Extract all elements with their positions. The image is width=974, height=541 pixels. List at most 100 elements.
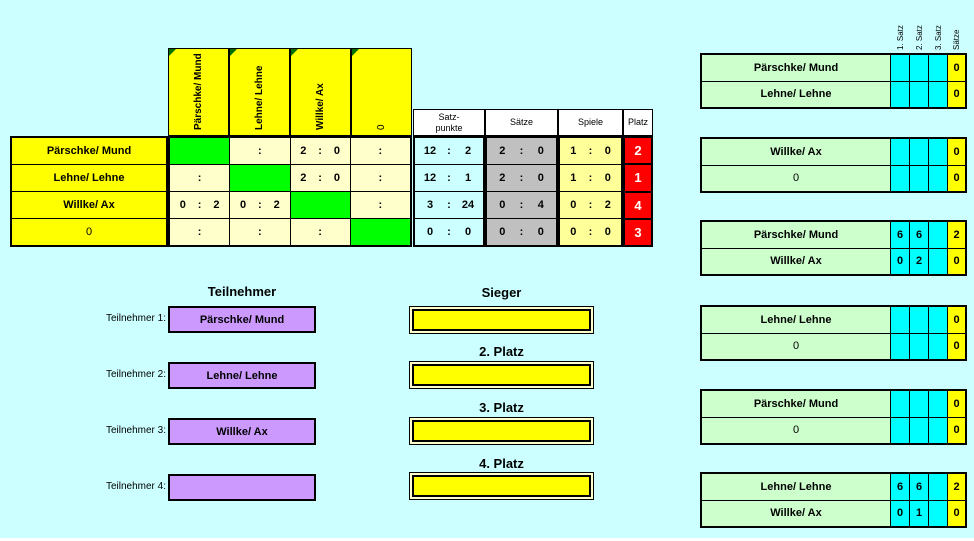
score-right: 2: [273, 199, 280, 211]
set-score-cell[interactable]: [929, 307, 947, 333]
match-player-name: Pärschke/ Mund: [702, 222, 890, 248]
match-score-cell[interactable]: 0:2: [170, 192, 230, 218]
score-colon: :: [588, 226, 593, 238]
set-score-cell[interactable]: 6: [891, 222, 909, 248]
spiele-column: 1:0 1:0 0:2 0:0: [558, 136, 623, 247]
set-score-cell[interactable]: [929, 222, 947, 248]
set-score-cell[interactable]: [891, 391, 909, 417]
match-score-cell[interactable]: 2:0: [290, 165, 350, 191]
match-player-name: 0: [702, 165, 890, 191]
set-score-cell[interactable]: [891, 139, 909, 165]
match-score-cell[interactable]: :: [230, 138, 290, 164]
set-score-cell[interactable]: [891, 307, 909, 333]
winner-box[interactable]: [409, 306, 594, 334]
saetze-header: Sätze: [485, 109, 558, 136]
spiele-cell: 0:0: [560, 219, 621, 245]
set-score-cell[interactable]: 6: [891, 474, 909, 500]
set-col-header: 2. Satz: [915, 25, 924, 50]
score-left: 0: [179, 199, 186, 211]
set-score-cell[interactable]: [929, 500, 947, 526]
match-score-cell[interactable]: 0:2: [230, 192, 290, 218]
set-score-cell[interactable]: [929, 55, 947, 81]
match-score-cell[interactable]: :: [170, 165, 230, 191]
match-score-cell[interactable]: :: [350, 192, 410, 218]
set-score-cell[interactable]: 0: [891, 500, 909, 526]
set-score-cell[interactable]: [891, 333, 909, 359]
row-header: Lehne/ Lehne: [12, 165, 166, 191]
score-left: 12: [423, 172, 437, 184]
set-score-cell[interactable]: [929, 139, 947, 165]
platz-header: Platz: [623, 109, 653, 136]
winner-title: 4. Platz: [479, 456, 524, 471]
score-right: 0: [604, 172, 611, 184]
set-score-cell[interactable]: [891, 81, 909, 107]
set-score-cell[interactable]: [910, 165, 928, 191]
set-score-cell[interactable]: 6: [910, 474, 928, 500]
score-colon: :: [378, 199, 383, 211]
set-score-cell[interactable]: [929, 417, 947, 443]
set-score-cell[interactable]: 2: [910, 248, 928, 274]
match-table: Lehne/ Lehne 0 0 0: [700, 305, 967, 361]
winner-box[interactable]: [409, 472, 594, 500]
set-score-cell[interactable]: [929, 333, 947, 359]
set-score-cell[interactable]: [929, 474, 947, 500]
saetze-column: 2:0 2:0 0:4 0:0: [485, 136, 558, 247]
match-score-cell[interactable]: :: [230, 219, 290, 245]
score-colon: :: [588, 172, 593, 184]
match-player-name: Willke/ Ax: [702, 139, 890, 165]
participant-label: Teilnehmer 4:: [105, 481, 166, 492]
score-left: 0: [499, 226, 506, 238]
col-header-label: 0: [376, 124, 387, 130]
match-score-cell[interactable]: :: [350, 138, 410, 164]
winner-box[interactable]: [409, 417, 594, 445]
score-colon: :: [519, 199, 524, 211]
set-score-cell[interactable]: [891, 165, 909, 191]
set-score-cell[interactable]: [891, 417, 909, 443]
set-score-cell[interactable]: [910, 81, 928, 107]
match-score-cell[interactable]: :: [290, 219, 350, 245]
match-score-cell[interactable]: 2:0: [290, 138, 350, 164]
score-left: 0: [570, 199, 577, 211]
satzpunkte-column: 12:2 12:1 3:24 0:0: [413, 136, 485, 247]
set-score-cell[interactable]: [929, 248, 947, 274]
winner-box[interactable]: [409, 361, 594, 389]
score-left: 0: [570, 226, 577, 238]
match-score-cell[interactable]: :: [170, 219, 230, 245]
set-score-cell[interactable]: [910, 139, 928, 165]
spiele-cell: 1:0: [560, 138, 621, 164]
set-score-cell[interactable]: [910, 333, 928, 359]
score-colon: :: [447, 199, 451, 211]
set-score-cell[interactable]: [910, 391, 928, 417]
set-total-cell: 0: [948, 500, 965, 526]
participant-name-box[interactable]: Willke/ Ax: [168, 418, 316, 445]
set-score-cell[interactable]: 0: [891, 248, 909, 274]
match-player-name: Pärschke/ Mund: [702, 391, 890, 417]
set-score-cell[interactable]: [910, 307, 928, 333]
set-score-cell[interactable]: 1: [910, 500, 928, 526]
col-header-label: Lehne/ Lehne: [254, 65, 265, 130]
set-score-cell[interactable]: [929, 391, 947, 417]
winner-title: 3. Platz: [479, 400, 524, 415]
participant-name-box[interactable]: Pärschke/ Mund: [168, 306, 316, 333]
match-player-name: Lehne/ Lehne: [702, 81, 890, 107]
score-right: 0: [537, 145, 544, 157]
score-colon: :: [519, 145, 524, 157]
cell-marker-icon: [230, 49, 237, 56]
participant-name-box[interactable]: [168, 474, 316, 501]
match-score-cell[interactable]: :: [350, 165, 410, 191]
platz-cell: 1: [625, 165, 651, 191]
score-colon: :: [318, 145, 322, 157]
set-score-cell[interactable]: [910, 417, 928, 443]
match-table: Pärschke/ Mund 0 0 0: [700, 389, 967, 445]
participant-name-box[interactable]: Lehne/ Lehne: [168, 362, 316, 389]
set-score-cell[interactable]: [929, 165, 947, 191]
set-score-cell[interactable]: 6: [910, 222, 928, 248]
set-score-cell[interactable]: [891, 55, 909, 81]
score-right: 2: [213, 199, 220, 211]
set-score-cell[interactable]: [910, 55, 928, 81]
set-score-cell[interactable]: [929, 81, 947, 107]
spiele-header: Spiele: [558, 109, 623, 136]
score-left: 12: [423, 145, 437, 157]
match-table: Pärschke/ Mund 0 Lehne/ Lehne 0: [700, 53, 967, 109]
